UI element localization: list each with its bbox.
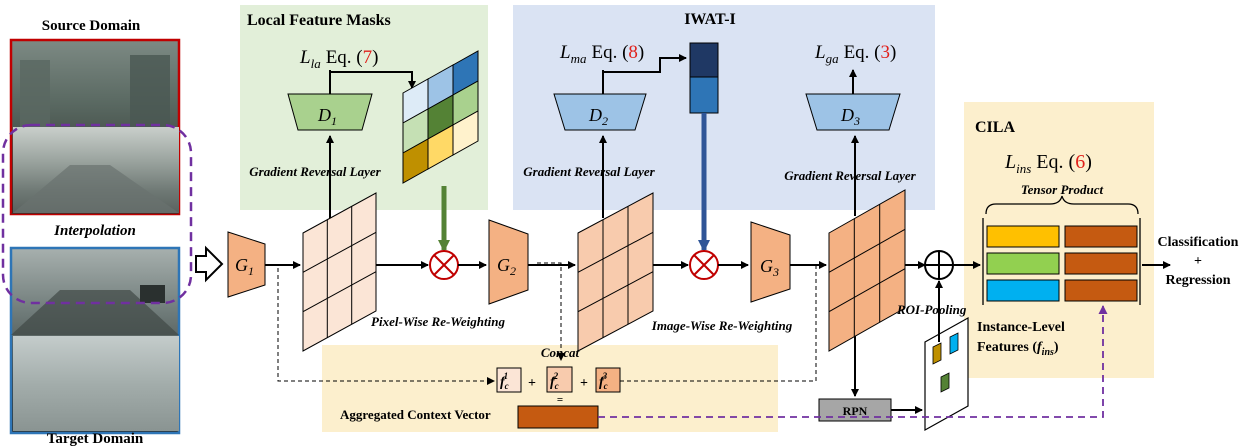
oplus-node [924, 250, 954, 280]
local-feature-masks-title: Local Feature Masks [247, 12, 391, 29]
feature-map-1 [302, 192, 377, 352]
iwat-title: IWAT-I [684, 11, 736, 28]
pixel-multiply-node [429, 250, 459, 280]
tensor-product-label: Tensor Product [1021, 182, 1104, 197]
aggregated-context-vector-label: Aggregated Context Vector [340, 407, 491, 422]
instance-feature-bars [986, 225, 1138, 302]
generator-g1 [227, 231, 266, 298]
generator-g2 [488, 219, 529, 305]
output-plus-label: + [1194, 254, 1202, 269]
roi-pooled-features [924, 316, 969, 432]
equals-sign: = [557, 394, 563, 406]
plus-1: + [528, 376, 536, 391]
discriminator-d1 [287, 93, 373, 131]
source-domain-label: Source Domain [42, 18, 141, 34]
target-domain-label: Target Domain [47, 431, 144, 446]
g2-label: G2 [497, 255, 516, 278]
interpolation-image [13, 127, 179, 213]
plus-2: + [580, 376, 588, 391]
image-multiply-node [689, 250, 719, 280]
tensor-brace [985, 195, 1139, 215]
local-feature-mask-grid [402, 50, 479, 184]
concat-label: Concat [541, 345, 580, 360]
svg-text:fc2: fc2 [550, 371, 559, 391]
pixel-wise-reweighting-label: Pixel-Wise Re-Weighting [371, 314, 505, 329]
discriminator-d2 [553, 93, 647, 131]
context-f2: fc2 [546, 366, 573, 393]
fog-image [13, 336, 179, 431]
grl3-label: Gradient Reversal Layer [784, 168, 916, 183]
aggregated-context-vector [517, 405, 599, 429]
classification-label: Classification [1158, 235, 1239, 250]
input-arrow [195, 245, 224, 283]
svg-text:fc1: fc1 [500, 371, 509, 391]
rpn-label: RPN [843, 404, 868, 418]
grl1-label: Gradient Reversal Layer [249, 164, 381, 179]
image-weight-vector [689, 42, 719, 114]
roi-pooling-label: ROI-Pooling [896, 302, 967, 317]
d3-label: D3 [840, 105, 860, 128]
instance-features-label: Features (fins) [977, 340, 1059, 358]
discriminator-d3 [805, 93, 901, 131]
context-f1: fc1 [496, 367, 522, 393]
svg-text:fc3: fc3 [599, 371, 608, 391]
g1-label: G1 [235, 255, 254, 278]
regression-label: Regression [1165, 273, 1230, 288]
image-wise-reweighting-label: Image-Wise Re-Weighting [651, 318, 793, 333]
feature-map-2 [577, 192, 654, 352]
interpolation-dashed-region [1, 123, 193, 305]
cila-title: CILA [975, 119, 1015, 136]
g3-label: G3 [760, 256, 779, 279]
d1-label: D1 [317, 105, 337, 128]
grl2-label: Gradient Reversal Layer [523, 164, 655, 179]
feature-map-3 [828, 189, 906, 352]
generator-g3 [750, 221, 791, 303]
context-f3: fc3 [595, 367, 621, 393]
d2-label: D2 [588, 105, 608, 128]
instance-level-label: Instance-Level [977, 320, 1065, 335]
interpolation-label: Interpolation [53, 223, 136, 239]
